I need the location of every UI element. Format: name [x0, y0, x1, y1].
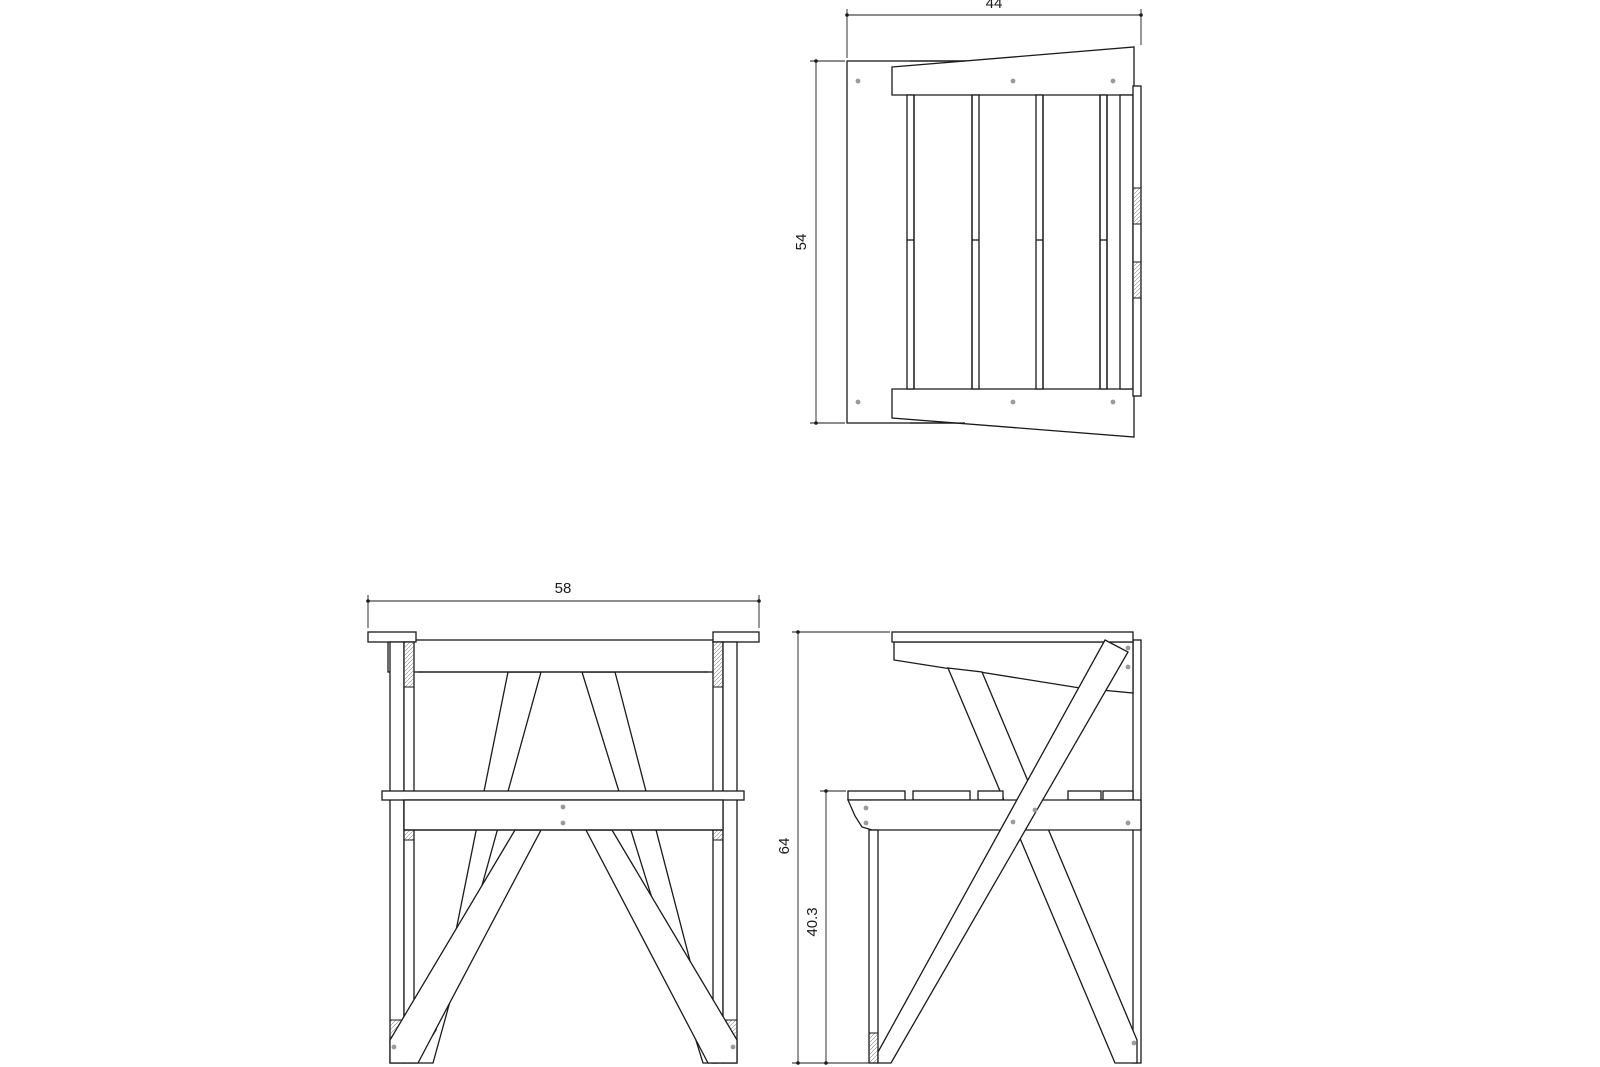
side-height-dimension: 64 — [776, 630, 890, 1065]
side-seat-slats — [847, 790, 1134, 801]
plan-depth-label: 54 — [793, 234, 810, 251]
front-armrest-right — [712, 631, 760, 643]
side-view: 64 40.3 — [776, 630, 1142, 1065]
side-front-post — [868, 829, 879, 1064]
side-seat-rail — [847, 799, 1142, 831]
plan-armrest-bottom — [891, 388, 1135, 438]
plan-back-post — [1132, 85, 1142, 397]
front-view: 58 — [366, 580, 761, 1064]
front-front-legs — [389, 829, 738, 1064]
plan-seat-slats — [906, 94, 1108, 390]
seat-height-dimension: 40.3 — [804, 789, 846, 1065]
seat-height-label: 40.3 — [804, 907, 821, 936]
side-height-label: 64 — [776, 838, 793, 855]
front-width-dimension: 58 — [366, 580, 761, 628]
side-rear-leg — [946, 667, 1138, 1064]
side-back-post — [1132, 639, 1142, 1064]
plan-armrest-top — [891, 46, 1135, 96]
plan-screws — [855, 78, 1116, 405]
side-front-leg — [877, 639, 1129, 1064]
plan-width-label: 44 — [986, 0, 1003, 12]
front-posts — [389, 641, 738, 1064]
front-seat-rail — [403, 799, 724, 831]
front-width-label: 58 — [555, 580, 572, 597]
side-backrest — [893, 641, 1134, 694]
front-top-rail — [387, 639, 732, 673]
side-armrest — [891, 631, 1134, 643]
front-screws — [391, 804, 736, 1050]
plan-back-rail — [1119, 94, 1134, 390]
plan-view: 44 54 — [793, 0, 1143, 438]
plan-width-dimension: 44 — [845, 0, 1143, 58]
front-back-legs — [413, 671, 717, 1064]
front-armrest-left — [367, 631, 417, 643]
front-seat-board — [381, 790, 745, 801]
plan-depth-dimension: 54 — [793, 59, 845, 425]
plan-seat-outline — [846, 60, 1134, 424]
side-screws — [863, 645, 1137, 1046]
